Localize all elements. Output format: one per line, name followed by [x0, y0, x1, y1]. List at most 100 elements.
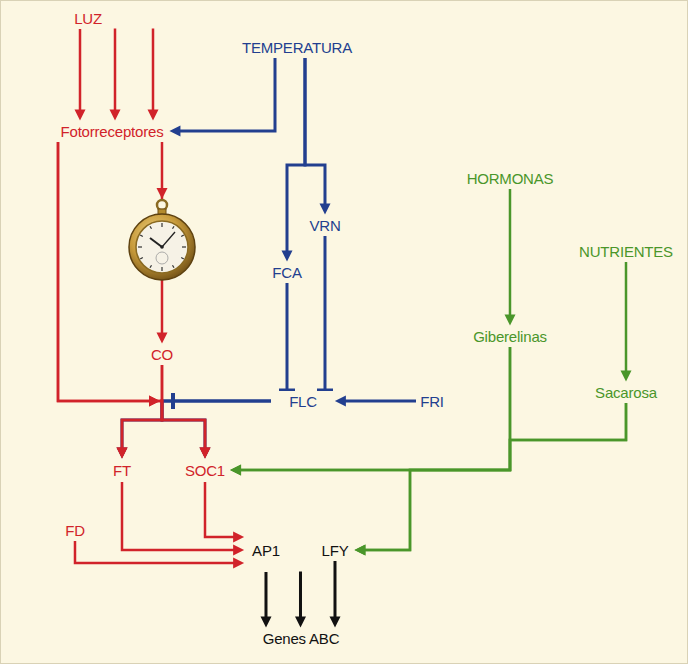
arrow-head: [233, 545, 244, 556]
arrow-head: [260, 617, 271, 628]
connector: [287, 58, 305, 255]
arrow-head: [354, 545, 365, 556]
watch-tick: [161, 223, 162, 227]
inhibition-bar: [171, 393, 175, 409]
connector: [75, 541, 237, 563]
node-text: FD: [65, 522, 85, 539]
connector: [162, 365, 205, 452]
connector-group: [354, 347, 510, 556]
arrow-head: [75, 110, 86, 121]
connector-group: [317, 236, 333, 391]
connector: [286, 283, 289, 391]
node-text: Fotorreceptores: [61, 123, 164, 140]
arrow-head: [233, 557, 244, 568]
connector: [205, 482, 237, 538]
connector-group: [117, 393, 272, 459]
connector: [323, 236, 326, 391]
arrow-head: [169, 126, 180, 137]
flow-label: Giberelinas: [469, 326, 551, 347]
connector: [361, 403, 626, 551]
arrow-head: [200, 448, 211, 459]
connector: [237, 347, 510, 471]
arrow-head: [230, 465, 241, 476]
connector-group: [75, 29, 159, 121]
arrow-head: [200, 448, 211, 459]
node-text: FT: [113, 462, 131, 479]
arrow-head: [156, 333, 167, 344]
node-text: FLC: [289, 393, 317, 410]
arrow-head: [329, 617, 340, 628]
flow-label: TEMPERATURA: [238, 37, 356, 58]
arrow-head: [149, 396, 160, 407]
watch-tick: [150, 265, 152, 268]
arrow-head: [148, 110, 159, 121]
arrow-head: [335, 396, 346, 407]
flow-label: CO: [146, 344, 178, 365]
node-text: LUZ: [74, 10, 102, 27]
connector-group: [162, 365, 211, 459]
connector: [266, 572, 301, 621]
arrow-head: [354, 545, 365, 556]
arrow-head: [110, 110, 121, 121]
flow-label: Sacarosa: [591, 382, 661, 403]
node-text: Giberelinas: [473, 328, 547, 345]
flow-label: NUTRIENTES: [575, 241, 677, 262]
flow-label: HORMONAS: [463, 168, 558, 189]
node-text: Genes ABC: [263, 630, 340, 647]
connector-group: [354, 403, 626, 556]
flow-label: FCA: [268, 262, 305, 283]
watch-tick: [181, 235, 184, 237]
arrow-head: [230, 465, 241, 476]
connector-group: [169, 58, 275, 137]
arrow-head: [295, 617, 306, 628]
connector-group: [282, 58, 306, 262]
flow-label: FLC: [271, 391, 335, 412]
arrow-head: [282, 251, 293, 262]
connector: [361, 347, 510, 551]
watch-hand: [150, 238, 162, 247]
watch-tick: [161, 267, 162, 271]
connector: [122, 365, 162, 452]
node-text: NUTRIENTES: [579, 243, 673, 260]
watch-pin: [160, 245, 164, 249]
node-text: TEMPERATURA: [242, 39, 352, 56]
watch-tick: [138, 246, 142, 247]
connector-group: [335, 396, 416, 407]
arrow-head: [117, 448, 128, 459]
connector: [333, 561, 336, 621]
connector-group: [58, 142, 162, 459]
connector: [80, 29, 153, 114]
connector: [122, 482, 237, 551]
watch-tick: [173, 226, 175, 229]
arrow-head: [149, 396, 160, 407]
inhibition-bar: [171, 393, 175, 409]
connector: [625, 262, 628, 375]
arrow-head: [157, 188, 168, 199]
node-text: VRN: [309, 217, 340, 234]
connector-group: [329, 561, 340, 628]
connector: [509, 189, 512, 319]
connector: [342, 400, 416, 403]
node-text: FRI: [420, 393, 444, 410]
connector-group: [117, 365, 162, 459]
arrow-head: [621, 371, 632, 382]
arrow-head: [233, 532, 244, 543]
watch-hand: [162, 232, 175, 247]
watch-subdial: [156, 252, 168, 264]
connector: [162, 401, 271, 452]
watch-case: [129, 214, 195, 280]
watch-tick: [181, 258, 184, 260]
connector: [176, 58, 275, 132]
watch-tick: [173, 265, 175, 268]
node-text: LFY: [322, 542, 349, 559]
node-text: CO: [151, 346, 173, 363]
flow-label: FRI: [416, 391, 448, 412]
connector-group: [621, 262, 632, 382]
connector-group: [162, 393, 271, 459]
connector: [58, 142, 162, 452]
node-text: AP1: [252, 542, 280, 559]
watch-ticks: [138, 223, 186, 271]
flow-label: FT: [108, 459, 136, 482]
flow-label: SOC1: [180, 459, 230, 482]
watch-tick: [182, 246, 186, 247]
